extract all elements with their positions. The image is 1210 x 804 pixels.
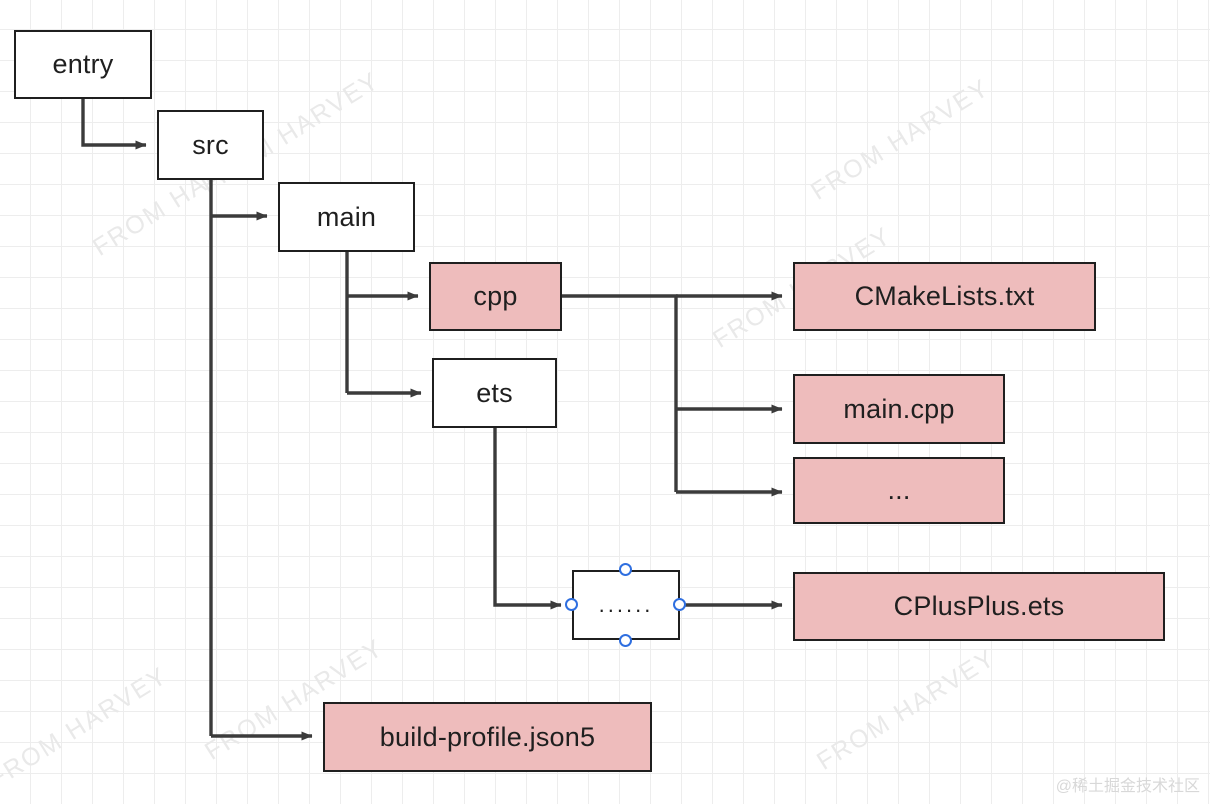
edge-ets-dots [493,428,562,610]
node-cmakelists-txt[interactable]: CMakeLists.txt [793,262,1096,331]
node-entry[interactable]: entry [14,30,152,99]
node-label: main [316,201,377,232]
watermark-juejin: @稀土掘金技术社区 [1055,778,1200,795]
node-label: entry [52,49,114,79]
watermark-from-harvey: FROM HARVEY [0,661,173,794]
node-src[interactable]: src [157,110,264,180]
watermark-from-harvey: FROM HARVEY [812,643,1001,776]
node-ellipsis-file[interactable]: ... [793,457,1005,524]
node-label: ... [887,475,911,505]
node-label: src [192,129,229,160]
node-label: build-profile.json5 [379,721,596,752]
node-main-cpp[interactable]: main.cpp [793,374,1005,444]
node-ets[interactable]: ets [432,358,557,428]
node-label: ets [476,377,513,408]
connection-handle-top[interactable] [619,563,632,576]
edge-entry-src [81,99,147,150]
connection-handle-right[interactable] [673,598,686,611]
node-build-profile-json5[interactable]: build-profile.json5 [323,702,652,772]
node-cpp[interactable]: cpp [429,262,562,331]
node-label: CPlusPlus.ets [893,591,1065,621]
watermark-from-harvey: FROM HARVEY [806,73,995,206]
edge-cpp-trunk [562,294,678,492]
connection-handle-left[interactable] [565,598,578,611]
node-label: ...... [598,592,654,617]
node-label: cpp [473,281,518,311]
node-dots-placeholder[interactable]: ...... [572,570,680,640]
node-main[interactable]: main [278,182,415,252]
node-label: main.cpp [843,393,955,424]
node-cplusplus-ets[interactable]: CPlusPlus.ets [793,572,1165,641]
connection-handle-bottom[interactable] [619,634,632,647]
node-label: CMakeLists.txt [854,281,1035,311]
